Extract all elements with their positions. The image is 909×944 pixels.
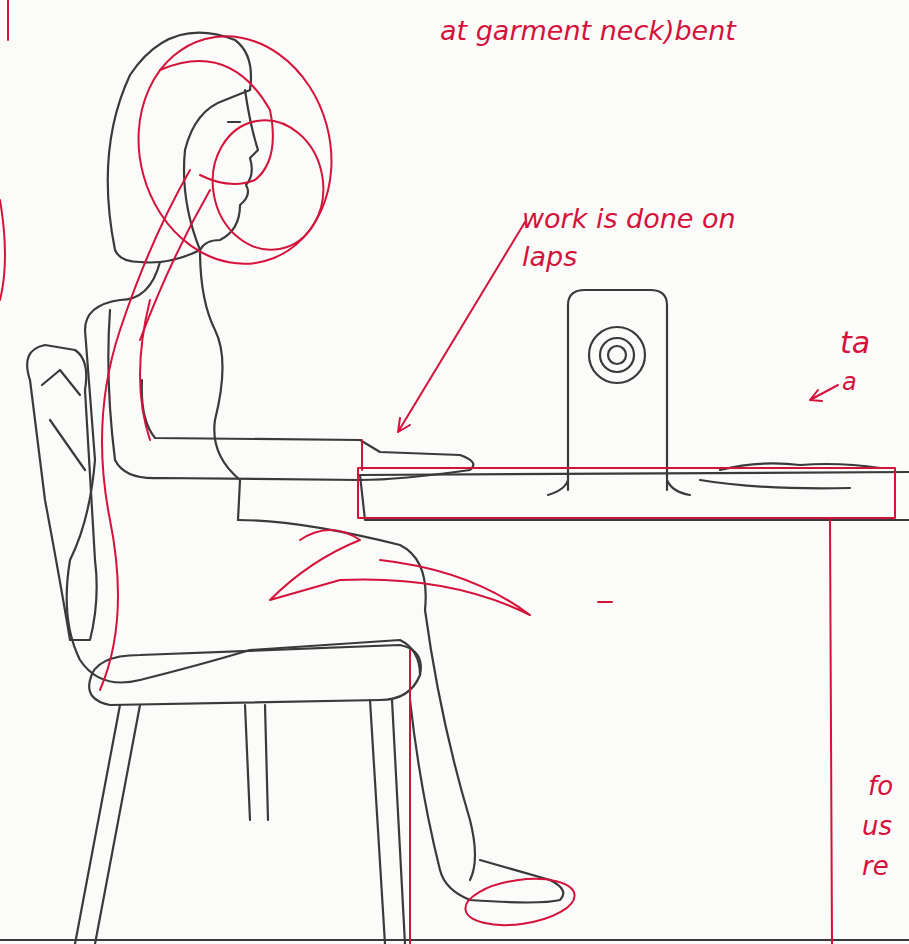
monitor-speaker [600, 338, 634, 372]
work-surface [358, 440, 895, 518]
chair-seat [89, 645, 421, 705]
handwritten-note: re [862, 848, 908, 884]
head-outline-inner [160, 61, 273, 184]
leader-line [810, 385, 838, 401]
leader-line [398, 222, 525, 432]
handwritten-note: work is done on laps [522, 200, 772, 276]
eye [228, 121, 240, 123]
handwritten-note: us [862, 808, 908, 844]
head-outline [113, 14, 356, 285]
dash [598, 601, 612, 603]
chair-leg [245, 705, 268, 820]
table-top [360, 472, 909, 520]
handwritten-note: a [842, 366, 902, 400]
forward-head [203, 111, 334, 258]
handwritten-note: ta [840, 322, 900, 364]
face-profile [200, 90, 258, 250]
monitor-speaker [589, 327, 645, 383]
monitor [548, 290, 690, 495]
monitor-speaker [608, 346, 626, 364]
table-leg [410, 520, 832, 944]
chair-leg [75, 705, 140, 944]
chair-leg [370, 700, 405, 944]
foot-rest [462, 873, 577, 932]
handwritten-note: at garment neck)bent [440, 12, 900, 50]
pencil-figure [0, 33, 909, 944]
spine-curve [100, 170, 210, 690]
arm [108, 310, 473, 480]
shin [410, 610, 563, 903]
page-mark [0, 0, 8, 300]
red-arm [140, 300, 150, 440]
floor-line [0, 939, 909, 941]
handwritten-note: fo [868, 768, 908, 804]
lap-curve [270, 530, 530, 615]
chair-back [27, 345, 97, 640]
thigh [140, 520, 426, 680]
chair-back-inner [42, 370, 85, 470]
